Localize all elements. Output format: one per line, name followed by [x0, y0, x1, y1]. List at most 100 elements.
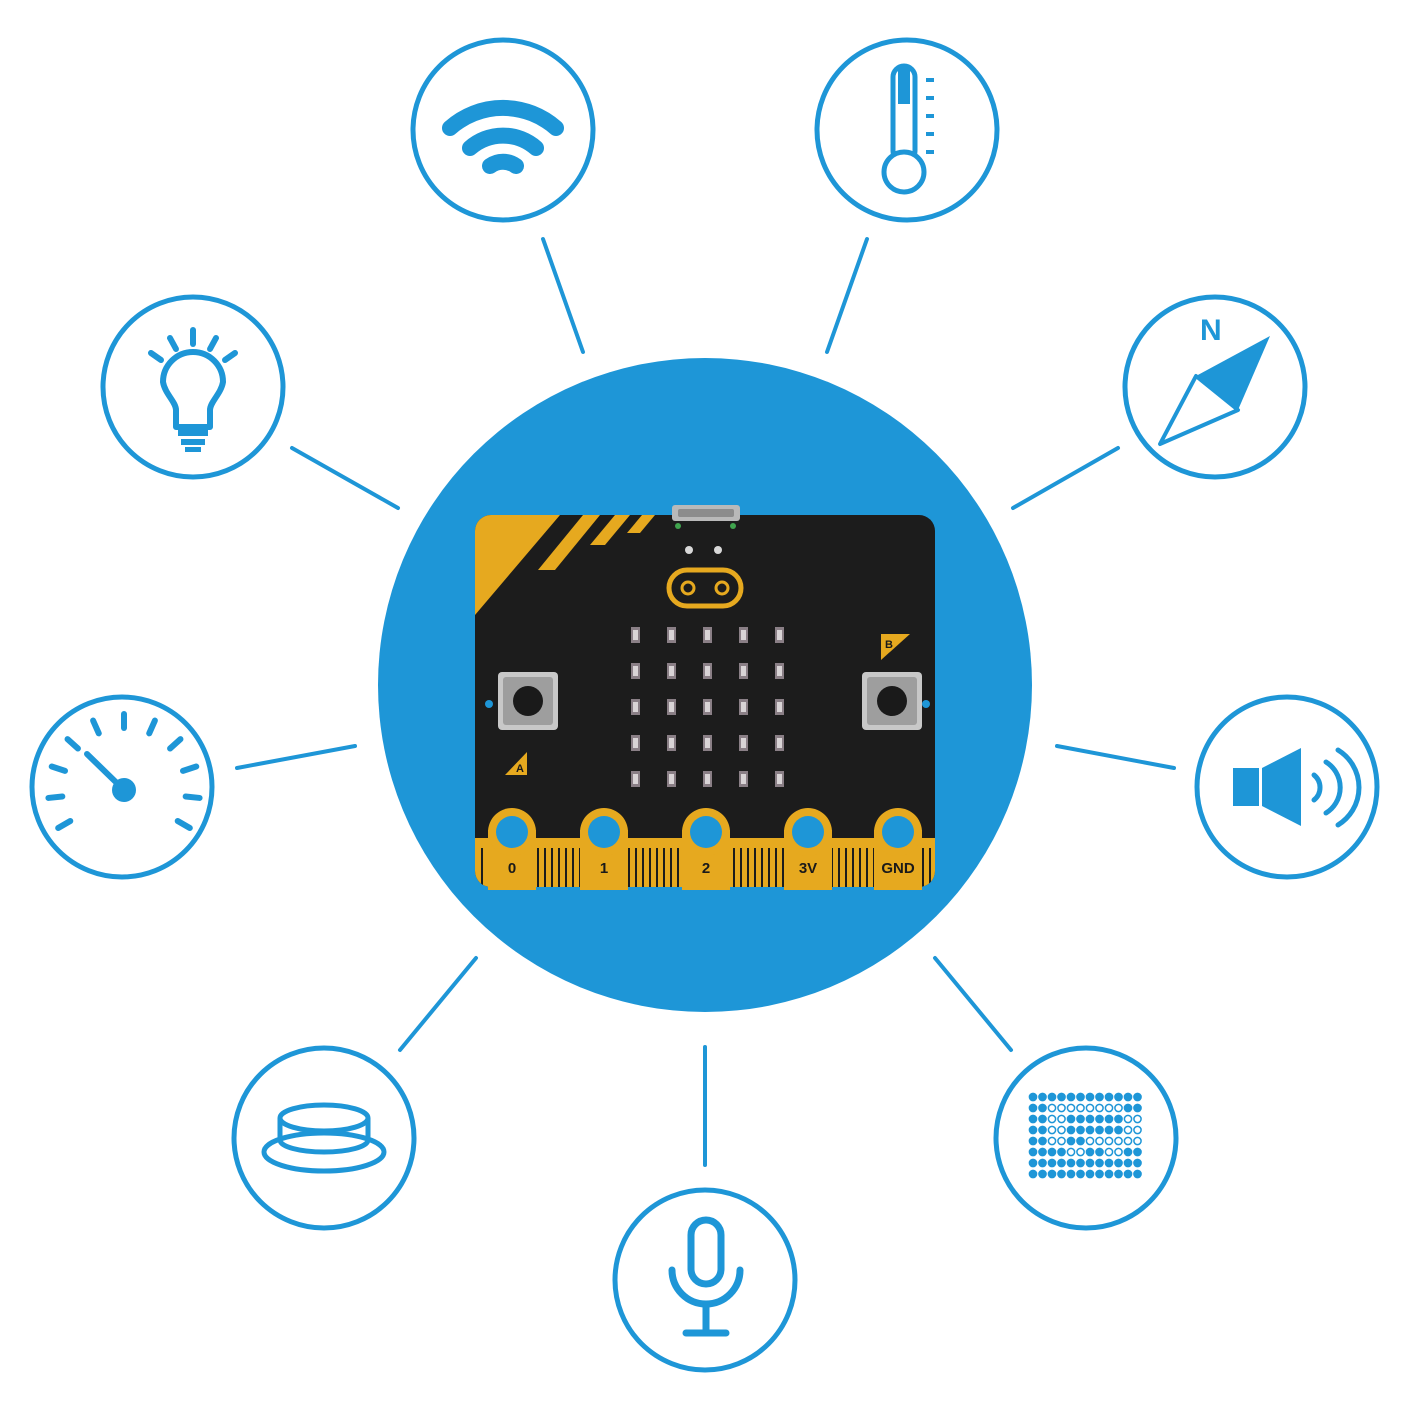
connector-speaker [1055, 744, 1176, 770]
matrix-dot [1123, 1158, 1133, 1168]
matrix-dot [1104, 1169, 1114, 1179]
matrix-dot [1047, 1169, 1057, 1179]
pin-3v: 3V [784, 808, 832, 890]
matrix-led [667, 771, 676, 787]
matrix-dot [1076, 1158, 1085, 1168]
matrix-dot [1085, 1103, 1095, 1113]
matrix-dot [1095, 1125, 1104, 1135]
touch-logo[interactable] [666, 567, 744, 609]
connector-wireless [541, 237, 585, 354]
matrix-dot [1047, 1092, 1057, 1102]
gauge-tick [48, 763, 69, 774]
matrix-dot [1047, 1114, 1057, 1124]
pin-gnd: GND [874, 808, 922, 890]
matrix-dot [1104, 1092, 1114, 1102]
matrix-dot [1104, 1136, 1114, 1146]
matrix-dot [1038, 1125, 1047, 1135]
matrix-dot [1123, 1092, 1133, 1102]
matrix-dot [1104, 1125, 1114, 1135]
push-button-icon [261, 1102, 387, 1174]
matrix-led [775, 627, 784, 643]
matrix-dot [1133, 1169, 1142, 1179]
matrix-dot [1047, 1147, 1057, 1157]
wireless-icon [442, 99, 564, 174]
matrix-dot [1076, 1125, 1085, 1135]
matrix-led [739, 771, 748, 787]
speaker-icon [1233, 747, 1362, 828]
matrix-dot [1104, 1147, 1114, 1157]
matrix-dot [1095, 1092, 1104, 1102]
gauge-tick [174, 818, 193, 831]
matrix-dot [1085, 1158, 1095, 1168]
microphone-hole [714, 546, 722, 554]
matrix-dot [1038, 1147, 1047, 1157]
matrix-dot [1028, 1103, 1038, 1113]
matrix-dot [1095, 1114, 1104, 1124]
matrix-dot [1047, 1103, 1057, 1113]
microphone-icon [668, 1216, 744, 1337]
push-button-feature-circle [231, 1045, 417, 1231]
matrix-led [775, 771, 784, 787]
led-matrix-icon [1028, 1092, 1142, 1179]
matrix-led [739, 699, 748, 715]
gauge-tick [55, 818, 74, 831]
matrix-dot [1057, 1103, 1066, 1113]
status-led [675, 523, 681, 529]
matrix-dot [1085, 1092, 1095, 1102]
matrix-dot [1047, 1136, 1057, 1146]
matrix-dot [1066, 1169, 1076, 1179]
matrix-dot [1028, 1147, 1038, 1157]
matrix-led [667, 663, 676, 679]
matrix-dot [1057, 1092, 1066, 1102]
pin-0: 0 [488, 808, 536, 890]
matrix-led [667, 627, 676, 643]
matrix-led [775, 735, 784, 751]
matrix-dot [1095, 1147, 1104, 1157]
matrix-dot [1028, 1092, 1038, 1102]
matrix-dot [1133, 1147, 1142, 1157]
pin-2: 2 [682, 808, 730, 890]
matrix-dot [1038, 1136, 1047, 1146]
matrix-dot [1123, 1103, 1133, 1113]
matrix-led [703, 771, 712, 787]
pin-label: 3V [799, 860, 817, 877]
matrix-dot [1076, 1147, 1085, 1157]
microphone-feature-circle [612, 1187, 798, 1373]
matrix-dot [1076, 1136, 1085, 1146]
matrix-dot [1047, 1125, 1057, 1135]
matrix-dot [1028, 1169, 1038, 1179]
matrix-dot [1028, 1125, 1038, 1135]
matrix-led [739, 663, 748, 679]
matrix-dot [1133, 1103, 1142, 1113]
button-b-marker [881, 634, 910, 660]
matrix-dot [1114, 1125, 1123, 1135]
matrix-dot [1057, 1114, 1066, 1124]
thermometer-feature-circle [814, 37, 1000, 223]
matrix-dot [1076, 1103, 1085, 1113]
matrix-led [667, 699, 676, 715]
matrix-led [703, 627, 712, 643]
button-a[interactable]: A [485, 672, 558, 775]
gauge-tick [167, 736, 184, 752]
light-bulb-icon [148, 327, 238, 452]
matrix-dot [1133, 1092, 1142, 1102]
matrix-led [739, 735, 748, 751]
button-b[interactable]: B [862, 634, 930, 730]
matrix-dot [1114, 1147, 1123, 1157]
matrix-dot [1085, 1147, 1095, 1157]
matrix-dot [1066, 1136, 1076, 1146]
matrix-led [703, 699, 712, 715]
matrix-dot [1114, 1158, 1123, 1168]
pin-label: 0 [508, 860, 516, 877]
matrix-dot [1057, 1125, 1066, 1135]
led-matrix [631, 627, 784, 787]
matrix-dot [1066, 1092, 1076, 1102]
matrix-dot [1095, 1158, 1104, 1168]
matrix-dot [1028, 1114, 1038, 1124]
matrix-dot [1104, 1103, 1114, 1113]
gauge-tick [182, 793, 203, 801]
matrix-dot [1085, 1114, 1095, 1124]
matrix-dot [1066, 1103, 1076, 1113]
gauge-tick [179, 763, 200, 774]
